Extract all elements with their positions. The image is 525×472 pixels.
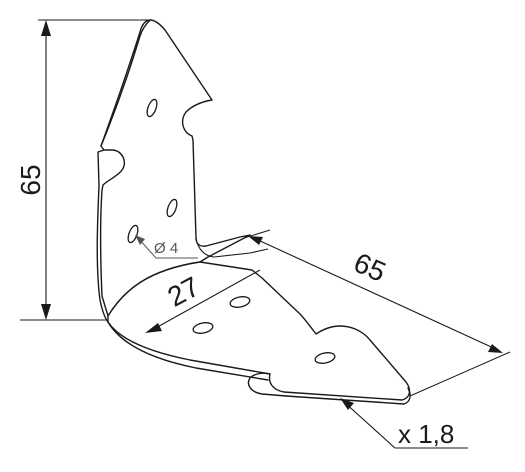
height-dimension: 65 [15,19,150,321]
hole-vertical-middle [166,198,178,218]
hole-horizontal-left [192,322,214,334]
horizontal-leg [107,261,411,405]
thickness-callout: x 1,8 [340,398,468,449]
thickness-label: x 1,8 [398,419,454,449]
hole-horizontal-right [314,352,336,364]
hole-vertical-bottom [127,224,139,244]
mounting-holes [127,98,336,364]
length-dimension-label: 65 [349,247,390,288]
bend-line [195,237,269,258]
hole-diameter-callout: Ø 4 [135,235,198,259]
vertical-leg [96,19,251,323]
hole-diameter-label: Ø 4 [154,240,178,257]
hole-horizontal-middle [229,296,251,308]
height-dimension-label: 65 [15,164,46,195]
hole-vertical-top [146,98,158,118]
